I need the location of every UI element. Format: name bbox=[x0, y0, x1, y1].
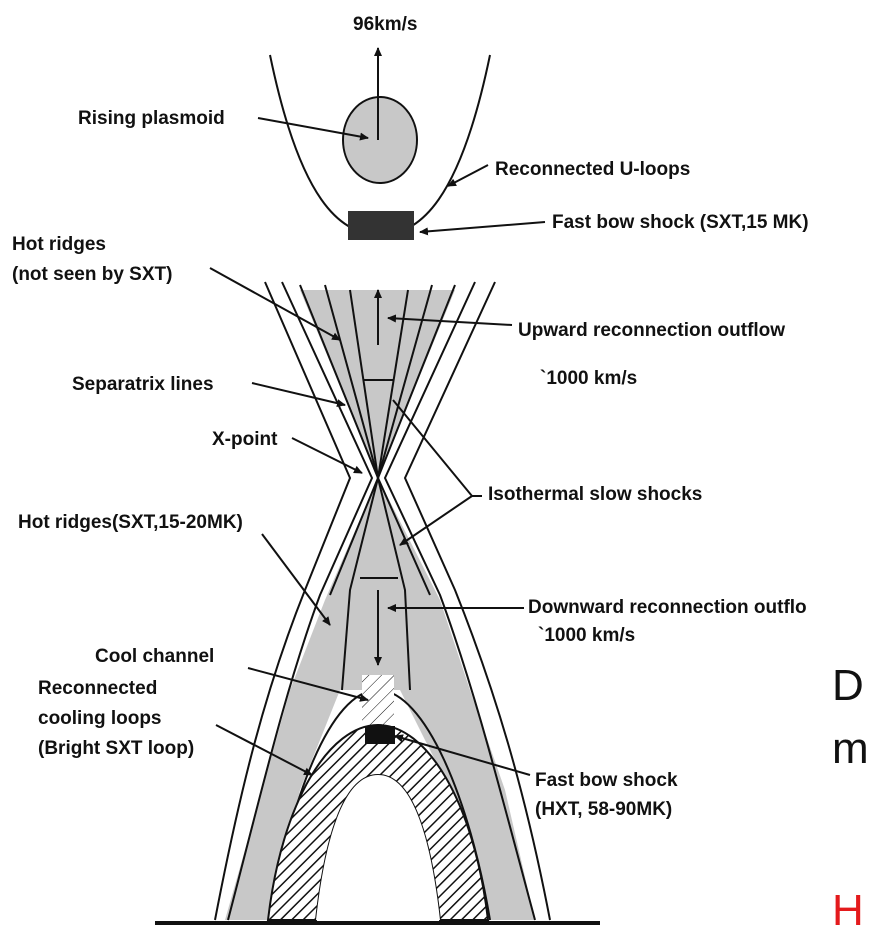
hot-ridges-top-label: Hot ridges bbox=[12, 234, 106, 255]
upward-speed-label: `1000 km/s bbox=[540, 368, 637, 389]
fast-bow-shock-top-label: Fast bow shock (SXT,15 MK) bbox=[552, 212, 809, 233]
fast-bow-shock-bottom-label-1: Fast bow shock bbox=[535, 770, 678, 791]
overlay-letter-d: D bbox=[832, 661, 864, 710]
overlay-letter-h: H bbox=[832, 886, 864, 931]
fast-bow-shock-bottom-label-2: (HXT, 58-90MK) bbox=[535, 799, 672, 820]
overlay-letter-m: m bbox=[832, 724, 869, 773]
upward-outflow-label: Upward reconnection outflow bbox=[518, 320, 785, 341]
rising-plasmoid-label: Rising plasmoid bbox=[78, 108, 225, 129]
x-point-label: X-point bbox=[212, 429, 278, 450]
cool-channel-label: Cool channel bbox=[95, 646, 214, 667]
downward-speed-label: `1000 km/s bbox=[538, 625, 635, 646]
isothermal-slow-shocks-label: Isothermal slow shocks bbox=[488, 484, 702, 505]
hot-ridges-sxt-label: Hot ridges(SXT,15-20MK) bbox=[18, 512, 243, 533]
rising-plasmoid-shape bbox=[343, 97, 417, 183]
separatrix-lines-label: Separatrix lines bbox=[72, 374, 214, 395]
cooling-loops-label-3: (Bright SXT loop) bbox=[38, 738, 194, 759]
downward-outflow-label: Downward reconnection outflo bbox=[528, 597, 807, 618]
cooling-loops-label-2: cooling loops bbox=[38, 708, 162, 729]
fast-bow-shock-top-shape bbox=[348, 211, 414, 240]
fast-bow-shock-bottom-shape bbox=[365, 726, 395, 744]
hot-ridges-top-sublabel: (not seen by SXT) bbox=[12, 264, 172, 285]
reconnected-u-loops-label: Reconnected U-loops bbox=[495, 159, 690, 180]
velocity-top-label: 96km/s bbox=[353, 14, 417, 35]
cooling-loops-label-1: Reconnected bbox=[38, 678, 157, 699]
